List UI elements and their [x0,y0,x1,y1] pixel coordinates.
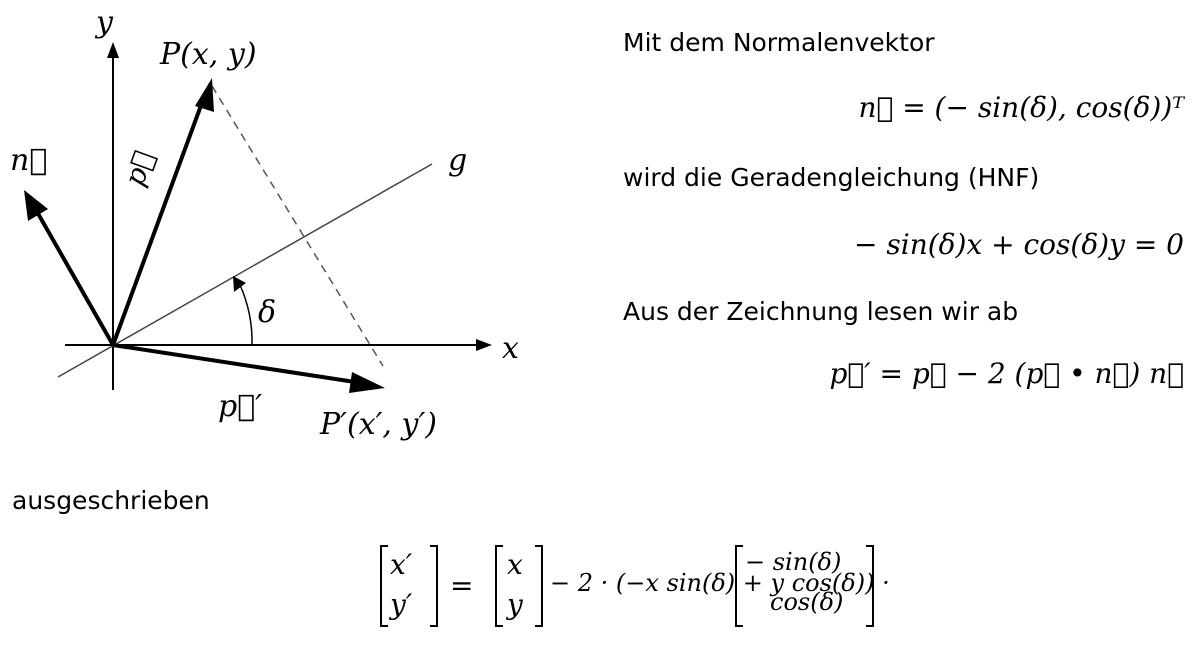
matrix-rhs-bottom: cos(δ) [770,588,844,616]
point-p-prime-label: P′(x′, y′) [319,407,437,442]
vector-p-prime-label: p⃗′ [218,389,262,424]
reflection-formula: p⃗′ = p⃗ − 2 (p⃗ • n⃗) n⃗ [829,357,1184,390]
matrix-lhs-top: x′ [390,548,413,581]
intro-text: Mit dem Normalenvektor [623,28,935,57]
vector-n [34,209,115,346]
angle-arc-arrowhead [233,276,246,292]
line-g-label: g [448,143,467,178]
vector-p-prime [112,343,356,384]
y-axis-label: y [94,5,114,40]
vector-n-label: n⃗ [10,143,47,178]
reflection-diagram: y x P(x, y) P′(x′, y′) n⃗ p⃗ p⃗′ g δ [10,5,519,442]
written-out-label: ausgeschrieben [12,486,210,515]
line-equation: − sin(δ)x + cos(δ)y = 0 [854,228,1184,261]
dashed-perpendicular [211,85,384,367]
vector-p [111,99,205,346]
x-axis-arrowhead [476,339,492,351]
normal-vector-formula: n⃗ = (− sin(δ), cos(δ))ᵀ [858,91,1184,124]
vector-p-arrowhead [195,78,214,112]
matrix-mid-top: x [507,548,523,581]
drawing-intro: Aus der Zeichnung lesen wir ab [623,297,1019,326]
matrix-middle-term: − 2 · (−x sin(δ) + y cos(δ)) · [550,569,890,597]
matrix-equals: = [450,569,474,602]
point-p-label: P(x, y) [159,37,257,72]
vector-n-arrowhead [24,190,48,221]
matrix-lhs-bottom: y′ [390,588,413,621]
vector-p-prime-arrowhead [349,372,385,393]
angle-arc [239,284,253,346]
matrix-rhs-top: − sin(δ) [745,548,842,576]
line-equation-intro: wird die Geradengleichung (HNF) [623,163,1040,192]
y-axis-arrowhead [107,42,119,58]
line-g [57,163,433,378]
matrix-mid-bottom: y [507,588,523,621]
angle-label: δ [258,295,276,330]
x-axis-label: x [502,331,519,366]
vector-p-label: p⃗ [118,146,161,190]
